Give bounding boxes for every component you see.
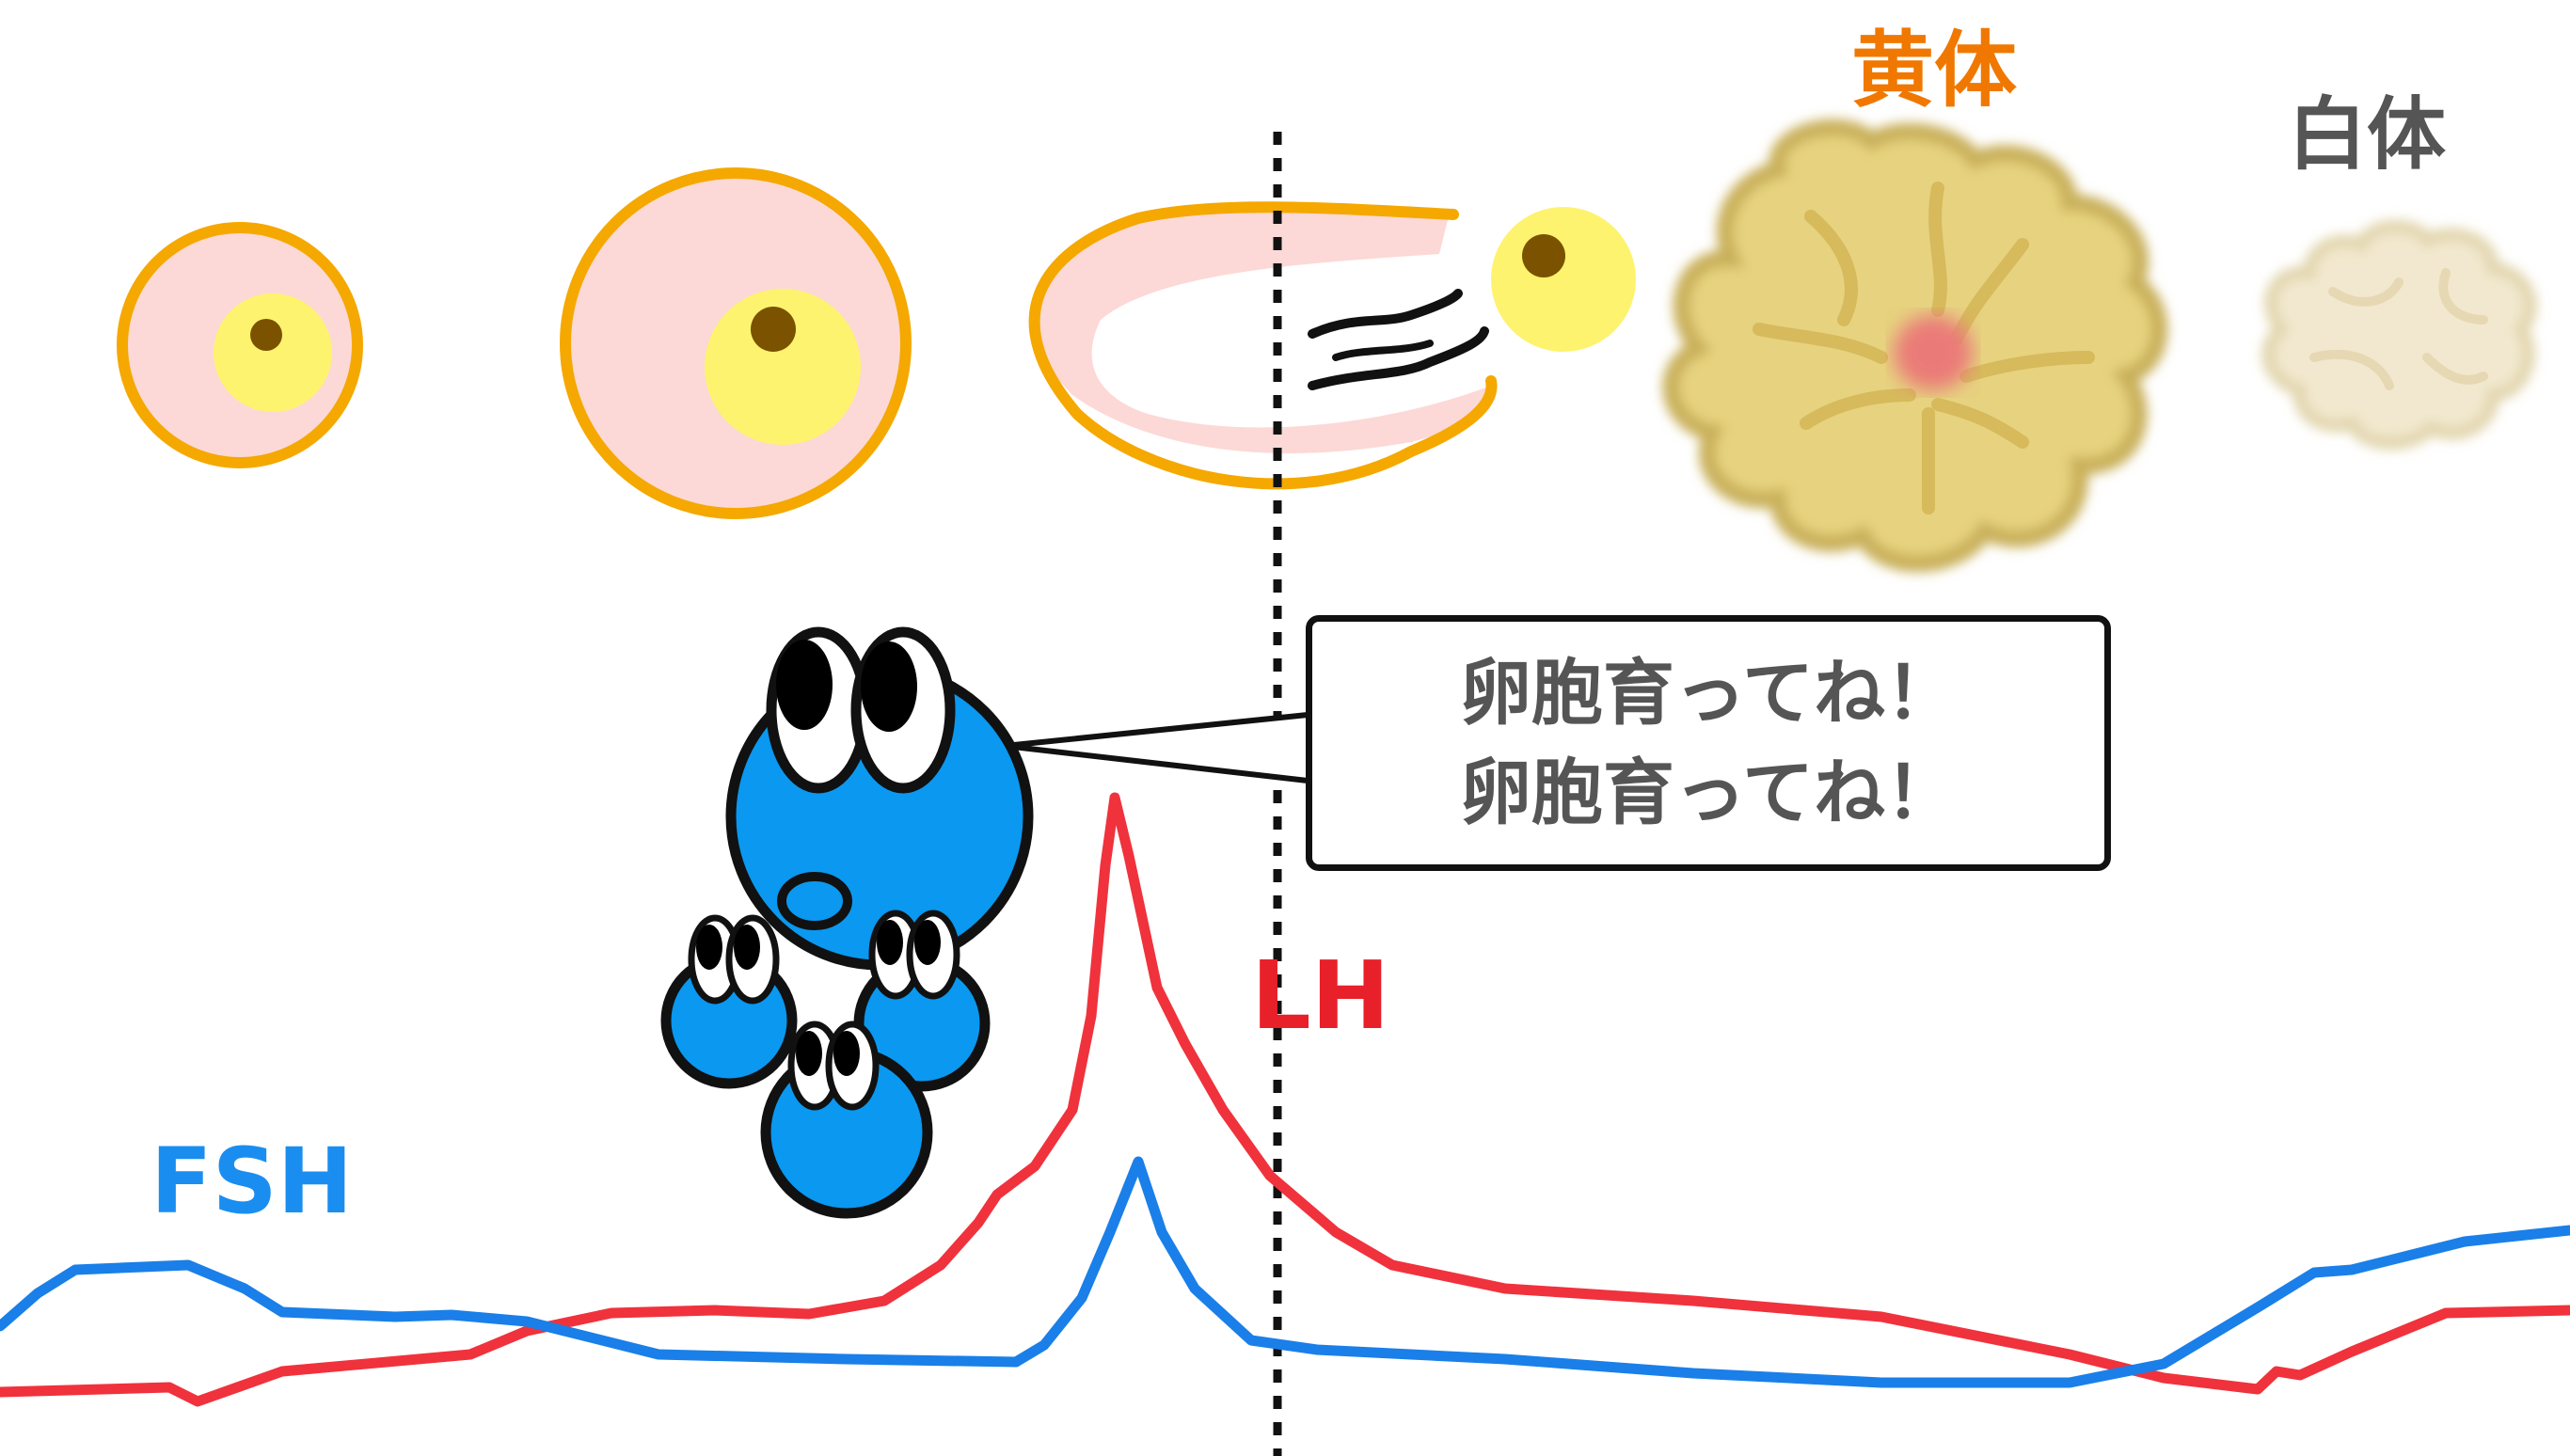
fsh-curve [0,1156,2570,1388]
fsh-character-icon [660,626,1034,1219]
speech-bubble-line-1: 卵胞育ってね！ [1459,651,1958,735]
corpus-luteum-label: 黄体 [1851,22,2018,119]
speech-bubble: 卵胞育ってね！ 卵胞育ってね！ [1306,615,2111,871]
corpus-albicans [2261,219,2537,451]
oocyte-icon [1491,207,1636,352]
follicle-primary [117,222,363,468]
speech-bubble-tail [1004,712,1309,783]
lh-curve [0,792,2570,1407]
corpus-luteum [1662,119,2168,573]
lh-label: LH [1251,941,1390,1051]
fsh-label: FSH [151,1129,354,1234]
follicle-mature [560,167,912,519]
corpus-albicans-label: 白体 [2288,88,2447,181]
ovulating-follicle [1028,201,1498,490]
speech-bubble-line-2: 卵胞育ってね！ [1459,751,1958,834]
